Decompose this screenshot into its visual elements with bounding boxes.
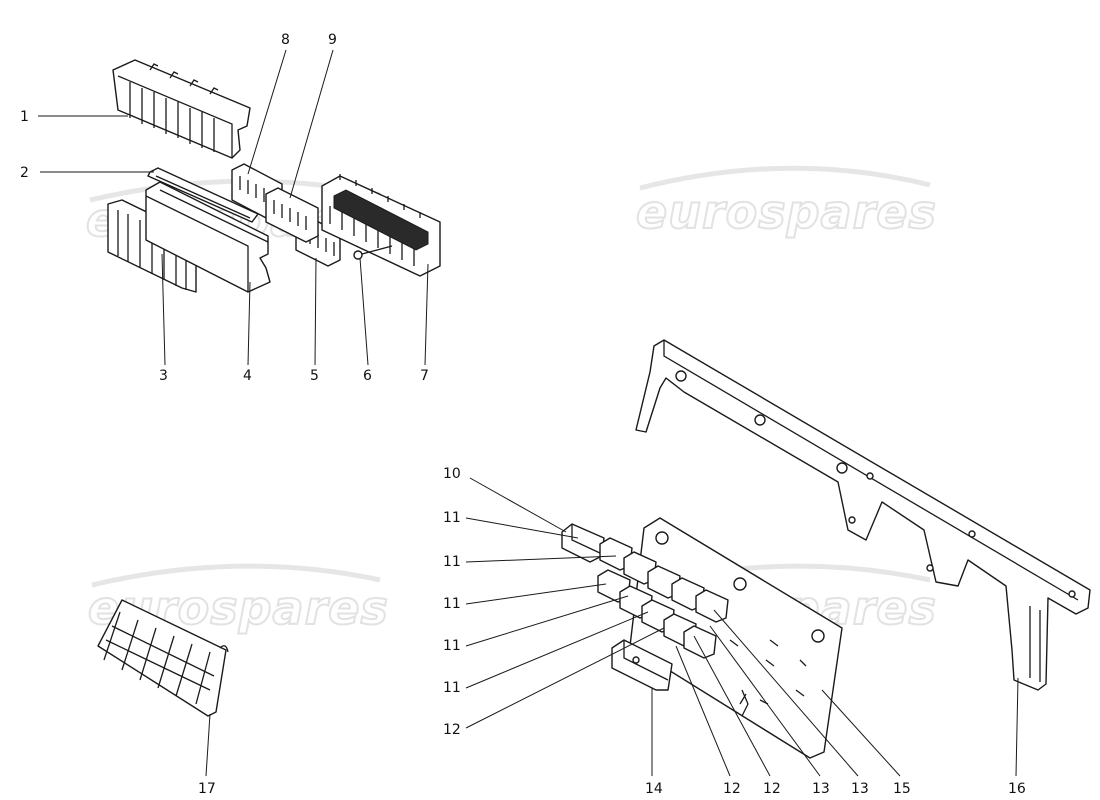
screw [353,245,393,260]
relay [683,625,717,659]
callout-3: 3 [159,368,168,384]
callout-9: 9 [328,32,337,48]
fuse-label-plate [107,199,197,293]
callout-12: 12 [723,781,741,797]
callout-11: 11 [443,596,461,612]
relay-large [561,523,605,563]
callout-8: 8 [281,32,290,48]
flasher-unit [611,639,673,691]
relay-plate [629,517,843,759]
fuse-box-base [145,181,271,293]
fuse-carrier-block [321,174,441,277]
callout-13: 13 [851,781,869,797]
watermark-top: eurospares [635,165,937,240]
callout-11: 11 [443,680,461,696]
callout-6: 6 [363,368,372,384]
callout-labels: 1 2 3 4 5 6 7 8 9 10 11 11 11 11 11 12 1… [20,32,1026,797]
callout-15: 15 [893,781,911,797]
callout-1: 1 [20,109,29,125]
callout-16: 16 [1008,781,1026,797]
callout-11: 11 [443,510,461,526]
callout-11: 11 [443,554,461,570]
callout-14: 14 [645,781,663,797]
callout-10: 10 [443,466,461,482]
fuse-cover-panel [97,599,229,717]
callout-12: 12 [763,781,781,797]
fuse-box-cover [112,59,251,159]
leader-lines [38,49,1019,777]
callout-7: 7 [420,368,429,384]
mounting-bracket [635,339,1091,691]
relay [695,589,729,623]
watermark-text: eurospares [636,185,937,239]
callout-4: 4 [243,368,252,384]
callout-11: 11 [443,638,461,654]
callout-13: 13 [812,781,830,797]
contact-plate-9 [265,187,319,243]
callout-2: 2 [20,165,29,181]
fuse-strip [147,167,259,223]
callout-5: 5 [310,368,319,384]
callout-17: 17 [198,781,216,797]
callout-12: 12 [443,722,461,738]
